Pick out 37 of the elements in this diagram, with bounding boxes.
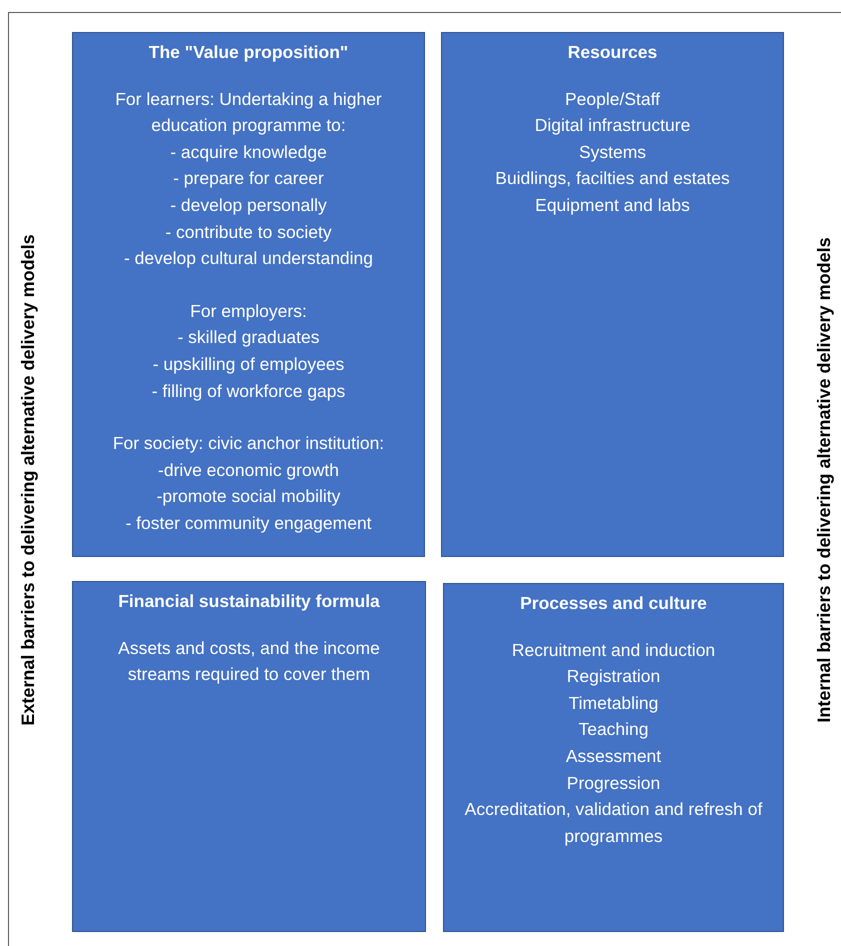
- card-text: Recruitment and induction: [510, 638, 716, 662]
- card-text: Equipment and labs: [534, 194, 691, 217]
- resources-card: [441, 32, 784, 557]
- proposition-card: [72, 32, 425, 557]
- card-text: For society: civic anchor institution:: [112, 432, 386, 456]
- card-text: Registration: [566, 665, 662, 688]
- card-text: Systems: [578, 140, 648, 164]
- card-text: Teaching: [577, 718, 650, 742]
- card-text: - develop cultural understanding: [122, 247, 374, 270]
- card-heading: The "Value proposition": [148, 41, 350, 64]
- card-text: Assets and costs, and the income streams required to cover them: [117, 636, 381, 686]
- card-text: -promote social mobility: [156, 485, 342, 508]
- card-text: Accreditation, validation and refresh of programmes: [464, 798, 764, 848]
- card-text: For learners: Undertaking a higher education programme to:: [114, 88, 383, 138]
- card-text: - contribute to society: [164, 220, 333, 244]
- card-text: Buidlings, facilties and estates: [494, 167, 731, 190]
- card-text: - filling of workforce gaps: [150, 380, 346, 403]
- card-text: Digital infrastructure: [534, 114, 692, 138]
- card-text: - prepare for career: [172, 167, 325, 190]
- card-text: - develop personally: [169, 194, 328, 217]
- card-heading: Resources: [566, 41, 658, 64]
- card-text: People/Staff: [564, 88, 662, 111]
- card-text: -drive economic growth: [157, 458, 340, 482]
- card-text: Timetabling: [568, 692, 660, 715]
- side-label: External barriers to delivering alternative delivery models: [17, 233, 39, 728]
- card-text: Progression: [566, 772, 662, 795]
- side-label: Internal barriers to delivering alternative delivery models: [813, 236, 835, 725]
- card-text: For employers:: [189, 300, 308, 323]
- card-text: - skilled graduates: [176, 326, 321, 350]
- card-text: Assessment: [564, 744, 662, 768]
- card-text: - foster community engagement: [124, 512, 373, 535]
- card-text: - upskilling of employees: [152, 352, 346, 376]
- finance-card: [72, 581, 426, 932]
- card-heading: Processes and culture: [519, 592, 708, 615]
- processes-card: [443, 583, 784, 932]
- card-heading: Financial sustainability formula: [117, 590, 381, 613]
- card-text: - acquire knowledge: [169, 140, 328, 164]
